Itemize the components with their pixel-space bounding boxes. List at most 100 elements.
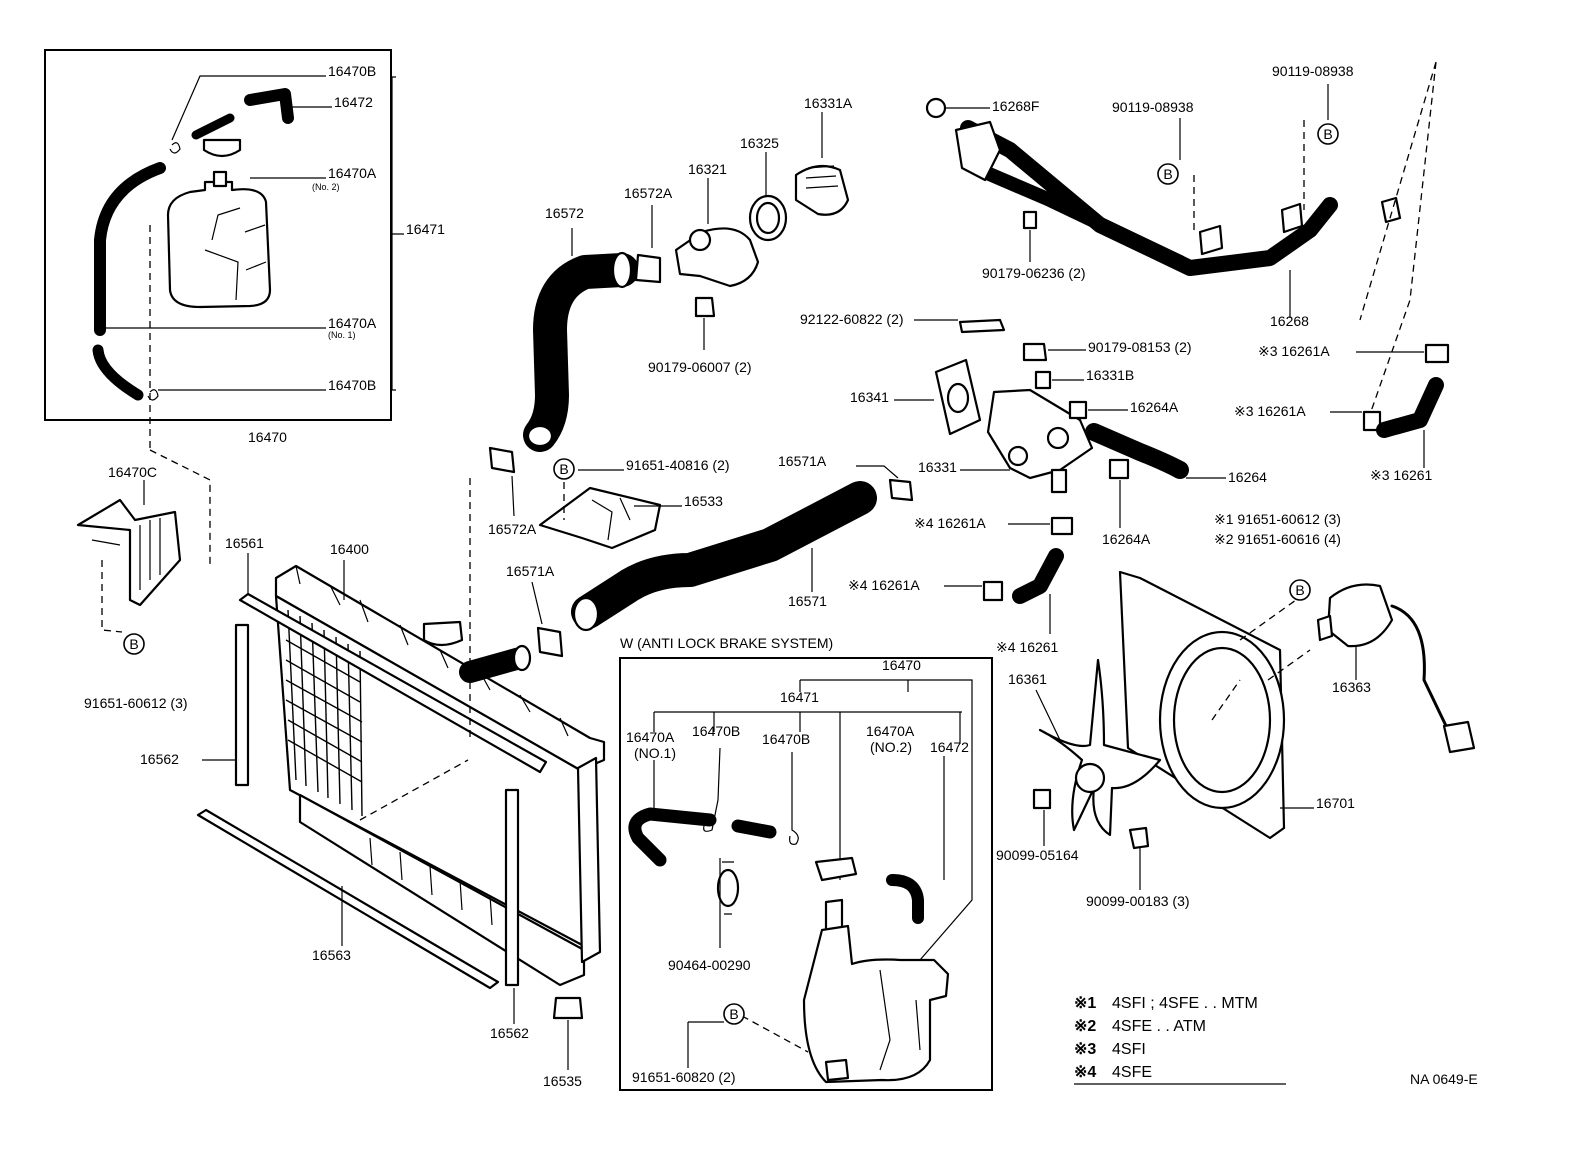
b-marker-circle [1157,163,1179,185]
part-label-l58: (NO.1) [634,745,676,761]
reservoir-neck [212,170,228,188]
part-label-l54: W (ANTI LOCK BRAKE SYSTEM) [620,635,833,651]
part-label-l17: 16572A [624,185,673,201]
part-label-l13: 16563 [312,947,351,963]
drain-cock [552,996,584,1020]
part-label-l59: 16470B [692,723,740,739]
part-label-l43: ※3 16261 [1370,467,1433,483]
part-label-l49: 16361 [1008,671,1047,687]
part-label-l36: 16341 [850,389,889,405]
part-label-l01: 16470B [328,63,376,79]
part-label-l52: 90099-05164 [996,847,1079,863]
part-label-l55: 16470 [882,657,921,673]
abs-reservoir-tank [802,924,950,1084]
legend-text: 4SFE . . ATM [1112,1018,1206,1035]
part-label-l34: 90179-08153 (2) [1088,339,1192,355]
water-inlet-housing [894,318,1226,528]
legend-text: 4SFI [1112,1041,1146,1058]
b-marker-b2: B [553,458,575,480]
abs-inset-frame [619,657,993,1091]
part-label-l47: ※1 91651-60612 (3) [1214,511,1341,527]
part-label-l25: 16571A [506,563,555,579]
upper-radiator-hose [488,205,662,517]
water-pipe-16268 [925,61,1437,421]
bypass-hoses-16261 [944,343,1450,634]
part-label-l65: 91651-60820 (2) [632,1069,736,1085]
bracket-16470c [76,480,182,633]
part-sublabel-s02: (No. 1) [328,330,356,340]
part-label-l07: 16470 [248,429,287,445]
part-label-l63: 16472 [930,739,969,755]
b-marker-circle [123,633,145,655]
part-label-l08: 16470C [108,464,157,480]
part-label-l61: 16470A [866,723,915,739]
b-marker-letter: B [1295,582,1304,598]
part-label-l22: 16572A [488,521,537,537]
part-label-l45: ※4 16261A [848,577,920,593]
part-label-l32: 16268 [1270,313,1309,329]
b-marker-circle [723,1003,745,1025]
b-marker-b1: B [123,633,145,655]
reservoir-inset-frame [44,49,392,421]
legend-mark: ※2 [1074,1018,1096,1035]
part-label-l16: 16572 [545,205,584,221]
b-marker-b4: B [1317,123,1339,145]
part-label-l33: 92122-60822 (2) [800,311,904,327]
b-marker-letter: B [129,636,138,652]
part-sublabel-s01: (No. 2) [312,182,340,192]
b-marker-b6: B [723,1003,745,1025]
part-label-l42: ※3 16261A [1234,403,1306,419]
part-label-l46: ※4 16261 [996,639,1059,655]
b-reference-markers: B B B B B B [123,123,1339,1025]
reservoir-inset [44,49,404,568]
b-marker-b3: B [1157,163,1179,185]
part-label-l05: 16470A [328,315,377,331]
part-label-l35: 16331B [1086,367,1134,383]
legend-row-g2: ※2 4SFE . . ATM [1074,1018,1206,1035]
part-label-l38: 16331 [918,459,957,475]
part-label-l53: 90099-00183 (3) [1086,893,1190,909]
legend-mark: ※3 [1074,1041,1096,1058]
part-label-l41: ※3 16261A [1258,343,1330,359]
part-label-l14: 16562 [490,1025,529,1041]
part-label-l60: 16470B [762,731,810,747]
part-label-l19: 16325 [740,135,779,151]
part-label-l64: 90464-00290 [668,957,751,973]
radiator-seals [196,478,548,1024]
part-label-l27: 16571 [788,593,827,609]
bracket-16533 [538,469,682,550]
fan-assembly [1032,570,1476,890]
part-label-l56: 16471 [780,689,819,705]
cooling-fan [1038,658,1162,837]
water-outlet-thermostat [674,112,850,350]
part-label-l02: 16472 [334,94,373,110]
legend-row-g3: ※3 4SFI [1074,1041,1146,1058]
part-label-l11: 16400 [330,541,369,557]
part-label-l03: 16470A [328,165,377,181]
part-label-l10: 16561 [225,535,264,551]
o-ring [925,97,947,119]
part-label-l62: (NO.2) [870,739,912,755]
part-label-l28: 16268F [992,98,1039,114]
part-label-l24: 16533 [684,493,723,509]
part-label-l50: 16363 [1332,679,1371,695]
part-label-l29: 90119-08938 [1112,99,1194,115]
b-marker-letter: B [1323,126,1332,142]
part-label-l06: 16470B [328,377,376,393]
part-label-l20: 16331A [804,95,853,111]
legend-text: 4SFI ; 4SFE . . MTM [1112,995,1258,1012]
fan-motor [1326,583,1394,648]
part-label-l31: 90179-06236 (2) [982,265,1086,281]
part-label-l18: 16321 [688,161,727,177]
reservoir-tank [166,180,272,309]
lower-radiator-hose [531,465,914,658]
part-label-l37: 16264A [1130,399,1179,415]
b-marker-circle [1317,123,1339,145]
part-label-l30: 90119-08938 [1272,63,1354,79]
part-label-l09: 91651-60612 (3) [84,695,188,711]
b-marker-b5: B [1289,579,1311,601]
part-label-l66: NA 0649-E [1410,1071,1478,1087]
